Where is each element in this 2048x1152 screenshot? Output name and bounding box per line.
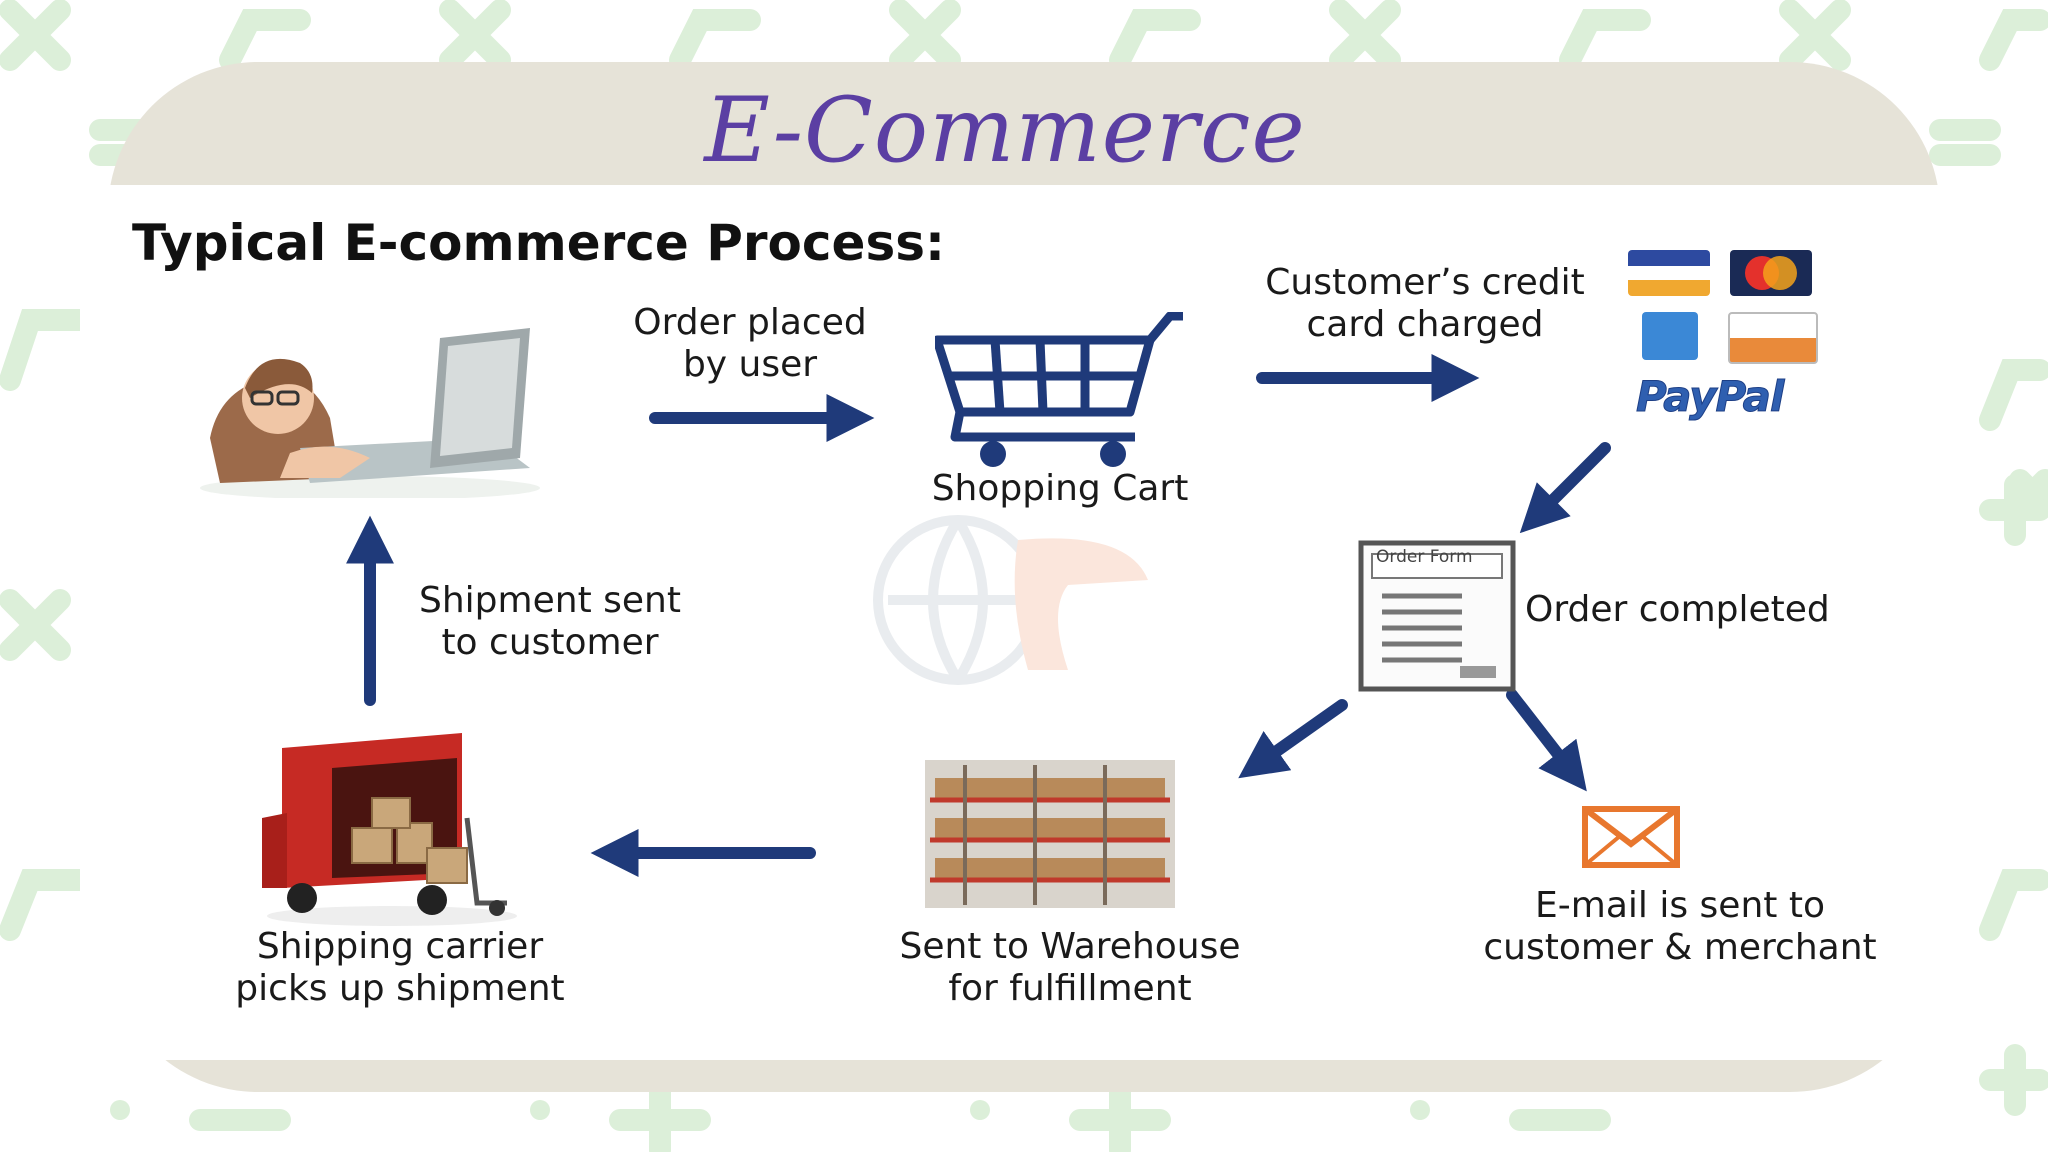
amex-card-icon (1642, 312, 1698, 360)
label-shipment-sent: Shipment sent to customer (385, 580, 715, 664)
label-email-line1: E-mail is sent to (1535, 885, 1825, 926)
order-form-caption: Order Form (1376, 547, 1473, 567)
label-order-completed: Order completed (1525, 589, 1830, 630)
paypal-logo: PayPal (1635, 372, 1784, 422)
warehouse-illustration (925, 760, 1175, 908)
label-credit-line1: Customer’s credit (1265, 262, 1585, 303)
shopping-cart-icon (935, 312, 1183, 467)
label-carrier-line1: Shipping carrier (256, 926, 544, 967)
label-order-placed-line2: by user (682, 344, 818, 385)
email-envelope-icon (1582, 806, 1680, 868)
visa-card-icon (1628, 250, 1710, 296)
label-shipment-line1: Shipment sent (419, 580, 681, 621)
label-order-placed: Order placed by user (615, 302, 885, 386)
label-shipment-line2: to customer (441, 622, 659, 663)
label-warehouse-line2: for fulfillment (948, 968, 1192, 1009)
label-warehouse: Sent to Warehouse for fulfillment (855, 926, 1285, 1010)
label-warehouse-line1: Sent to Warehouse (899, 926, 1241, 967)
discover-card-icon (1728, 312, 1818, 364)
user-laptop-illustration (200, 328, 540, 498)
slide-title: E-Commerce (704, 78, 1306, 183)
label-shopping-cart: Shopping Cart (931, 468, 1189, 509)
label-email-sent: E-mail is sent to customer & merchant (1440, 885, 1920, 969)
label-carrier-line2: picks up shipment (235, 968, 565, 1009)
label-shipping-carrier: Shipping carrier picks up shipment (190, 926, 610, 1010)
label-credit-line2: card charged (1306, 304, 1544, 345)
watermark-logo (873, 515, 1148, 685)
delivery-truck-illustration (262, 733, 517, 926)
label-credit-charged: Customer’s credit card charged (1235, 262, 1615, 346)
mastercard-card-icon (1730, 250, 1812, 296)
diagram-heading: Typical E-commerce Process: (132, 214, 945, 272)
label-email-line2: customer & merchant (1483, 927, 1877, 968)
order-form-icon (1358, 540, 1516, 692)
label-order-placed-line1: Order placed (633, 302, 867, 343)
